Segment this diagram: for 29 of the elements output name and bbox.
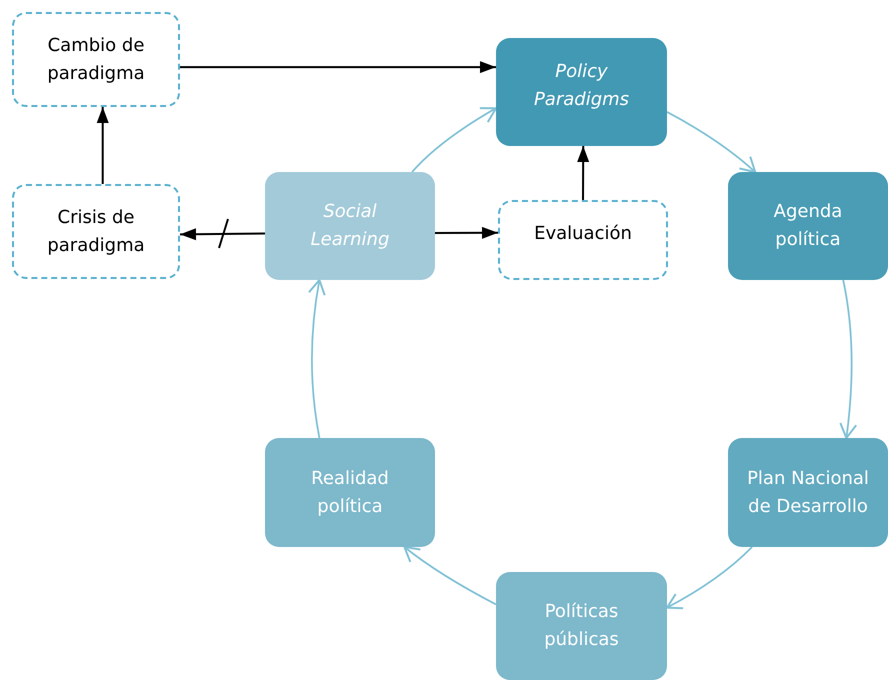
- arrow: [411, 107, 497, 173]
- process-box: [496, 38, 667, 146]
- arrow: [435, 226, 498, 239]
- node-label: Agenda política: [772, 200, 844, 252]
- arrow: [666, 111, 756, 173]
- process-box: [496, 572, 667, 680]
- node-label: Realidad política: [310, 466, 390, 518]
- node-label: Plan Nacional de Desarrollo: [746, 466, 870, 518]
- arrow: [666, 546, 753, 610]
- node-label: Policy Paradigms: [532, 60, 630, 112]
- dashed-box: [12, 12, 180, 107]
- node-label: Social Learning: [310, 200, 390, 252]
- dashed-box: [12, 184, 180, 279]
- arrow: [180, 228, 266, 240]
- dashed-box: [498, 200, 668, 280]
- arrow: [577, 146, 590, 200]
- node-label: Crisis de paradigma: [46, 206, 146, 258]
- arrow: [180, 61, 496, 74]
- arrow: [96, 107, 109, 184]
- node-label: Políticas públicas: [543, 600, 620, 652]
- node-label: Evaluación: [533, 222, 633, 246]
- process-box: [265, 438, 435, 547]
- arrow: [839, 280, 858, 439]
- node-label: Cambio de paradigma: [46, 34, 146, 86]
- process-box: [728, 172, 888, 280]
- arrow: [308, 279, 326, 438]
- process-box: [728, 438, 888, 547]
- process-box: [265, 172, 435, 280]
- arrow: [403, 546, 496, 606]
